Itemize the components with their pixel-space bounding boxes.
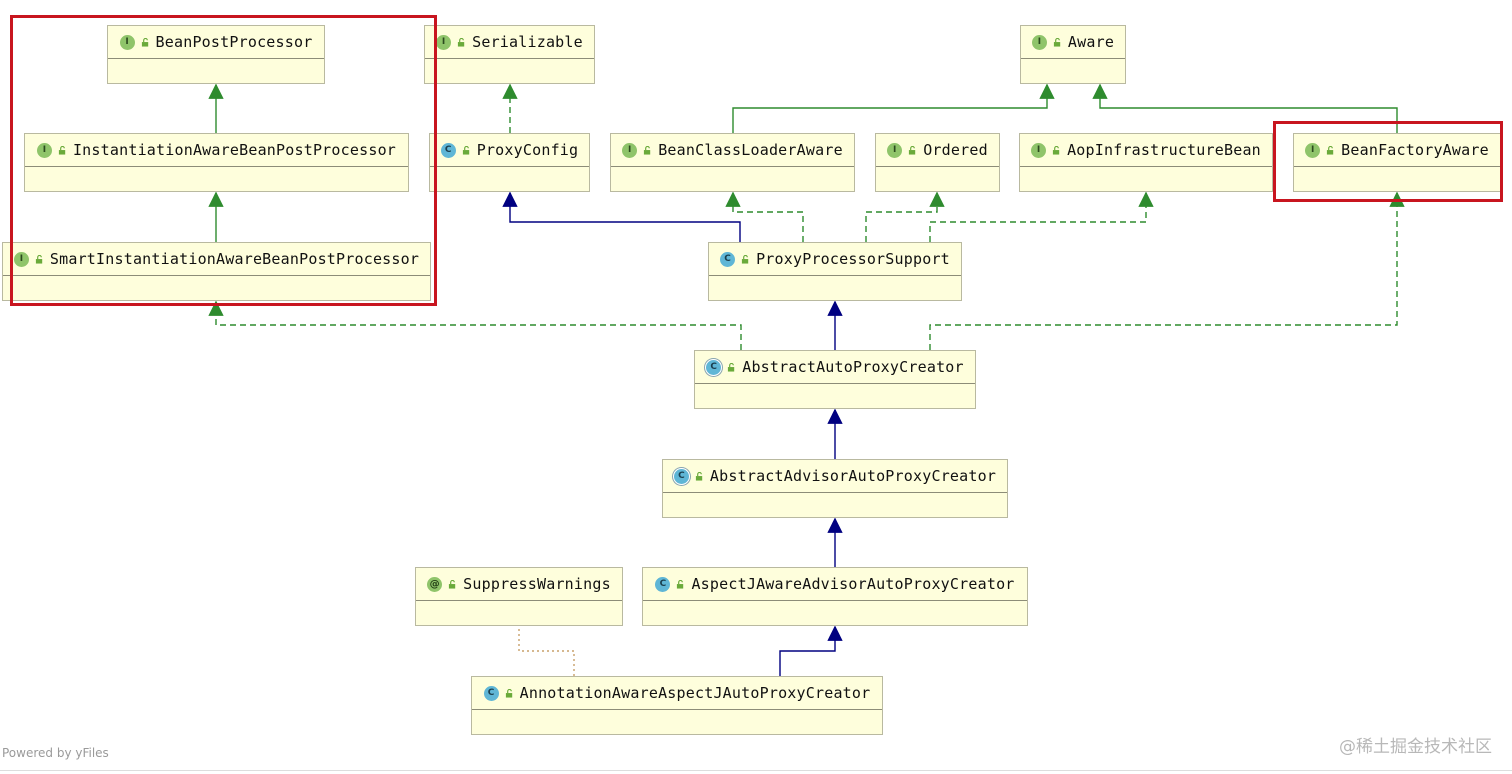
node-aware[interactable]: I Aware xyxy=(1020,25,1126,84)
abstract-class-badge-icon: C xyxy=(673,468,689,484)
class-badge-icon: C xyxy=(440,142,456,158)
lock-open-icon xyxy=(58,145,66,155)
node-header: I Aware xyxy=(1021,26,1125,59)
watermark-label: @稀土掘金技术社区 xyxy=(1339,737,1492,757)
lock-open-icon xyxy=(695,471,703,481)
node-instantiation-aware-bean-post-processor[interactable]: I InstantiationAwareBeanPostProcessor xyxy=(24,133,409,192)
node-label: InstantiationAwareBeanPostProcessor xyxy=(72,141,397,159)
lock-open-icon xyxy=(741,254,749,264)
node-aspectj-aware-advisor-auto-proxy-creator[interactable]: C AspectJAwareAdvisorAutoProxyCreator xyxy=(642,567,1028,626)
node-header: C ProxyProcessorSupport xyxy=(709,243,961,276)
node-serializable[interactable]: I Serializable xyxy=(424,25,595,84)
interface-badge-icon: I xyxy=(436,34,452,50)
node-header: I BeanClassLoaderAware xyxy=(611,134,854,167)
lock-open-icon xyxy=(1053,37,1061,47)
node-header: I BeanPostProcessor xyxy=(108,26,324,59)
edge-proxy-processor-support-to-ordered xyxy=(865,191,945,242)
node-ordered[interactable]: I Ordered xyxy=(875,133,1000,192)
edge-proxy-processor-support-to-bean-class-loader-aware xyxy=(725,191,804,242)
node-header: I Serializable xyxy=(425,26,594,59)
lock-open-icon xyxy=(141,37,148,47)
node-label: AbstractAdvisorAutoProxyCreator xyxy=(709,467,997,485)
node-label: Aware xyxy=(1067,33,1115,51)
lock-open-icon xyxy=(728,362,735,372)
node-bean-class-loader-aware[interactable]: I BeanClassLoaderAware xyxy=(610,133,855,192)
lock-open-icon xyxy=(462,145,469,155)
lock-open-icon xyxy=(458,37,465,47)
class-badge-icon: C xyxy=(483,685,499,701)
node-label: BeanClassLoaderAware xyxy=(658,141,843,159)
edges-layer xyxy=(208,83,1405,676)
node-label: AbstractAutoProxyCreator xyxy=(742,358,964,376)
edge-bean-factory-aware-to-aware xyxy=(1092,83,1398,133)
node-annotation-aware-aspectj-auto-proxy-creator[interactable]: C AnnotationAwareAspectJAutoProxyCreator xyxy=(471,676,883,735)
lock-open-icon xyxy=(677,579,684,589)
lock-open-icon xyxy=(909,145,916,155)
interface-badge-icon: I xyxy=(119,34,135,50)
node-proxy-config[interactable]: C ProxyConfig xyxy=(429,133,590,192)
node-header: I Ordered xyxy=(876,134,999,167)
edge-proxy-processor-support-to-aop-infrastructure-bean xyxy=(929,191,1154,242)
node-label: SuppressWarnings xyxy=(463,575,611,593)
node-abstract-advisor-auto-proxy-creator[interactable]: C AbstractAdvisorAutoProxyCreator xyxy=(662,459,1008,518)
edge-bean-class-loader-aware-to-aware xyxy=(732,83,1055,133)
bottom-divider xyxy=(0,770,1512,771)
node-header: I AopInfrastructureBean xyxy=(1020,134,1272,167)
node-header: C AspectJAwareAdvisorAutoProxyCreator xyxy=(643,568,1027,601)
annotation-badge-icon: @ xyxy=(427,576,443,592)
interface-badge-icon: I xyxy=(1031,34,1047,50)
class-badge-icon: C xyxy=(720,251,736,267)
edge-abstract-auto-proxy-creator-to-smart-instantiation-aware xyxy=(208,300,742,350)
interface-badge-icon: I xyxy=(887,142,903,158)
node-bean-post-processor[interactable]: I BeanPostProcessor xyxy=(107,25,325,84)
edge-proxy-processor-support-to-proxy-config xyxy=(502,191,741,242)
node-label: ProxyConfig xyxy=(476,141,579,159)
node-header: C AnnotationAwareAspectJAutoProxyCreator xyxy=(472,677,882,710)
node-header: I SmartInstantiationAwareBeanPostProcess… xyxy=(3,243,430,276)
node-header: I InstantiationAwareBeanPostProcessor xyxy=(25,134,408,167)
node-header: C AbstractAutoProxyCreator xyxy=(695,351,975,384)
node-proxy-processor-support[interactable]: C ProxyProcessorSupport xyxy=(708,242,962,301)
node-header: C ProxyConfig xyxy=(430,134,589,167)
node-aop-infrastructure-bean[interactable]: I AopInfrastructureBean xyxy=(1019,133,1273,192)
interface-badge-icon: I xyxy=(1305,142,1321,158)
class-badge-icon: C xyxy=(655,576,671,592)
node-label: SmartInstantiationAwareBeanPostProcessor xyxy=(49,250,420,268)
lock-open-icon xyxy=(1327,145,1334,155)
node-label: AopInfrastructureBean xyxy=(1067,141,1261,159)
node-abstract-auto-proxy-creator[interactable]: C AbstractAutoProxyCreator xyxy=(694,350,976,409)
lock-open-icon xyxy=(505,688,512,698)
node-smart-instantiation-aware-bean-post-processor[interactable]: I SmartInstantiationAwareBeanPostProcess… xyxy=(2,242,431,301)
node-label: AspectJAwareAdvisorAutoProxyCreator xyxy=(691,575,1015,593)
edge-annotation-aware-aspectj-to-aspectj-aware-advisor xyxy=(779,625,843,676)
node-header: C AbstractAdvisorAutoProxyCreator xyxy=(663,460,1007,493)
lock-open-icon xyxy=(1052,145,1060,155)
node-label: BeanPostProcessor xyxy=(155,33,313,51)
node-header: @ SuppressWarnings xyxy=(416,568,622,601)
abstract-class-badge-icon: C xyxy=(706,359,722,375)
node-suppress-warnings[interactable]: @ SuppressWarnings xyxy=(415,567,623,626)
node-label: Serializable xyxy=(472,33,583,51)
interface-badge-icon: I xyxy=(1031,142,1047,158)
node-header: I BeanFactoryAware xyxy=(1294,134,1500,167)
interface-badge-icon: I xyxy=(622,142,638,158)
node-label: BeanFactoryAware xyxy=(1341,141,1489,159)
node-bean-factory-aware[interactable]: I BeanFactoryAware xyxy=(1293,133,1501,192)
interface-badge-icon: I xyxy=(13,251,29,267)
lock-open-icon xyxy=(644,145,651,155)
node-label: AnnotationAwareAspectJAutoProxyCreator xyxy=(519,684,871,702)
node-label: ProxyProcessorSupport xyxy=(756,250,950,268)
interface-badge-icon: I xyxy=(36,142,52,158)
edge-abstract-auto-proxy-creator-to-bean-factory-aware xyxy=(929,191,1405,350)
edge-annotation-aware-aspectj-to-suppress-warnings xyxy=(518,627,575,676)
node-label: Ordered xyxy=(923,141,988,159)
powered-by-label: Powered by yFiles xyxy=(2,746,109,760)
lock-open-icon xyxy=(35,254,43,264)
lock-open-icon xyxy=(449,579,456,589)
